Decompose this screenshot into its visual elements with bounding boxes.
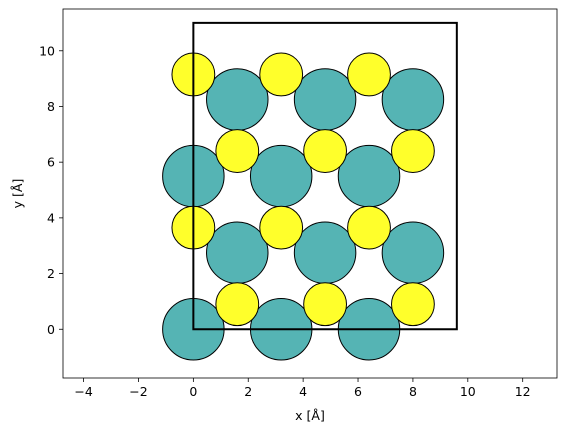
y-tick-label: 0 [47,322,55,337]
x-tick-label: 10 [460,384,476,399]
y-axis-ticks: 0 2 4 6 8 10 [39,43,63,337]
x-tick-label: 2 [244,384,252,399]
small-atom-0 [215,282,260,327]
large-atom-3 [206,221,269,284]
small-atom-1 [303,282,347,327]
large-atom-group [162,68,445,361]
small-atom-6 [215,129,260,173]
large-atom-4 [293,221,357,284]
x-tick-label: 4 [299,384,307,399]
large-atom-11 [381,68,445,131]
small-atom-2 [391,282,435,327]
x-tick-label: 12 [515,384,531,399]
x-tick-label: 8 [409,384,417,399]
small-atom-7 [303,129,347,173]
unit-cell-outline [192,21,458,331]
x-axis-label: x [Å] [295,408,325,423]
small-atom-11 [347,52,391,97]
y-axis-label: y [Å] [10,179,25,209]
small-atom-10 [259,52,304,97]
x-tick-label: −4 [74,384,92,399]
large-atom-10 [293,68,357,131]
x-tick-label: −2 [129,384,147,399]
large-atom-7 [249,144,313,208]
axes-frame [62,8,558,379]
large-atom-9 [206,68,269,131]
small-atom-4 [259,205,304,250]
small-atom-group [171,52,435,327]
y-tick-label: 4 [47,210,55,225]
x-axis-ticks: −4 −2 0 2 4 6 8 10 12 [74,378,531,399]
y-tick-label: 6 [47,155,55,170]
small-atom-8 [391,129,435,173]
x-tick-label: 0 [189,384,197,399]
large-atom-5 [381,221,445,284]
y-tick-label: 8 [47,99,55,114]
x-tick-label: 6 [354,384,362,399]
y-tick-label: 10 [39,43,55,58]
y-tick-label: 2 [47,266,55,281]
large-atom-8 [337,144,401,208]
small-atom-5 [347,205,391,250]
